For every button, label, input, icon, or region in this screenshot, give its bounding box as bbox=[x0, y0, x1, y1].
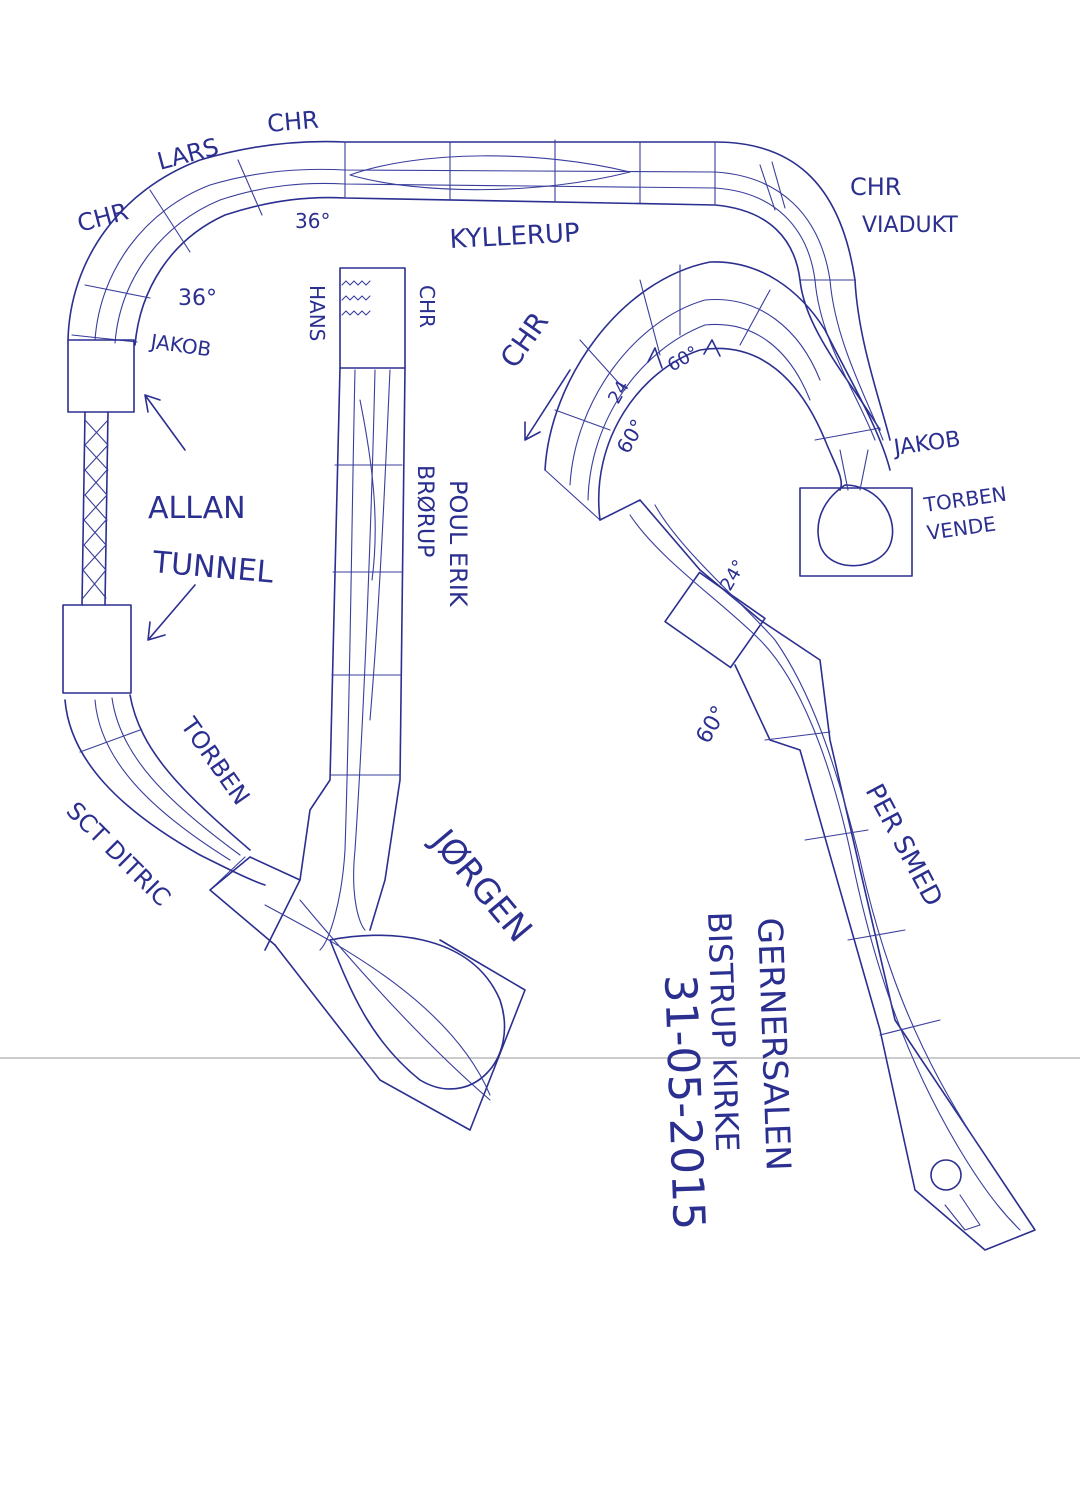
label-jakob-left: JAKOB bbox=[147, 329, 212, 361]
label-36-top: 36° bbox=[295, 209, 330, 233]
label-lars: LARS bbox=[154, 133, 221, 176]
label-vende: VENDE bbox=[925, 512, 997, 545]
label-bistrup-kirke: BISTRUP KIRKE bbox=[700, 911, 746, 1152]
label-60-a: 60° bbox=[612, 415, 651, 458]
label-sct-ditric: SCT DITRIC bbox=[61, 796, 176, 911]
label-hans: HANS bbox=[305, 285, 329, 341]
direction-arrows bbox=[144, 339, 721, 641]
label-poul-erik: POUL ERIK bbox=[444, 480, 472, 608]
yard-module bbox=[299, 267, 406, 951]
label-36-left: 36° bbox=[178, 286, 217, 311]
label-brorup: BRØRUP bbox=[412, 465, 437, 557]
label-chr-right: CHR bbox=[494, 306, 555, 374]
label-chr-top: CHR bbox=[266, 106, 320, 138]
label-60-b: 60° bbox=[664, 342, 702, 376]
label-24-b: 24° bbox=[716, 556, 750, 594]
label-torben-left: TORBEN bbox=[175, 712, 256, 811]
label-chr-yard: CHR bbox=[415, 285, 439, 328]
label-60-c: 60° bbox=[692, 702, 733, 748]
allan-tunnel bbox=[62, 339, 135, 694]
per-smed-track bbox=[599, 499, 1036, 1251]
label-kyllerup: KYLLERUP bbox=[449, 218, 581, 255]
label-chr-viaduct: CHR bbox=[850, 173, 901, 201]
main-track-loop bbox=[67, 139, 856, 346]
label-jorgen: JØRGEN bbox=[422, 821, 540, 951]
label-per-smed: PER SMED bbox=[859, 779, 948, 911]
label-allan: ALLAN bbox=[148, 491, 246, 526]
right-curve-track bbox=[544, 261, 913, 577]
label-chr-top-left: CHR bbox=[74, 197, 131, 237]
label-date: 31-05-2015 bbox=[654, 974, 714, 1231]
label-tunnel: TUNNEL bbox=[150, 545, 275, 591]
label-gernersalen: GERNERSALEN bbox=[749, 917, 798, 1172]
label-viadukt: VIADUKT bbox=[862, 213, 958, 238]
label-jakob-right: JAKOB bbox=[890, 427, 962, 461]
label-torben-vende: TORBEN bbox=[921, 482, 1008, 517]
lower-left-track bbox=[64, 694, 526, 1131]
